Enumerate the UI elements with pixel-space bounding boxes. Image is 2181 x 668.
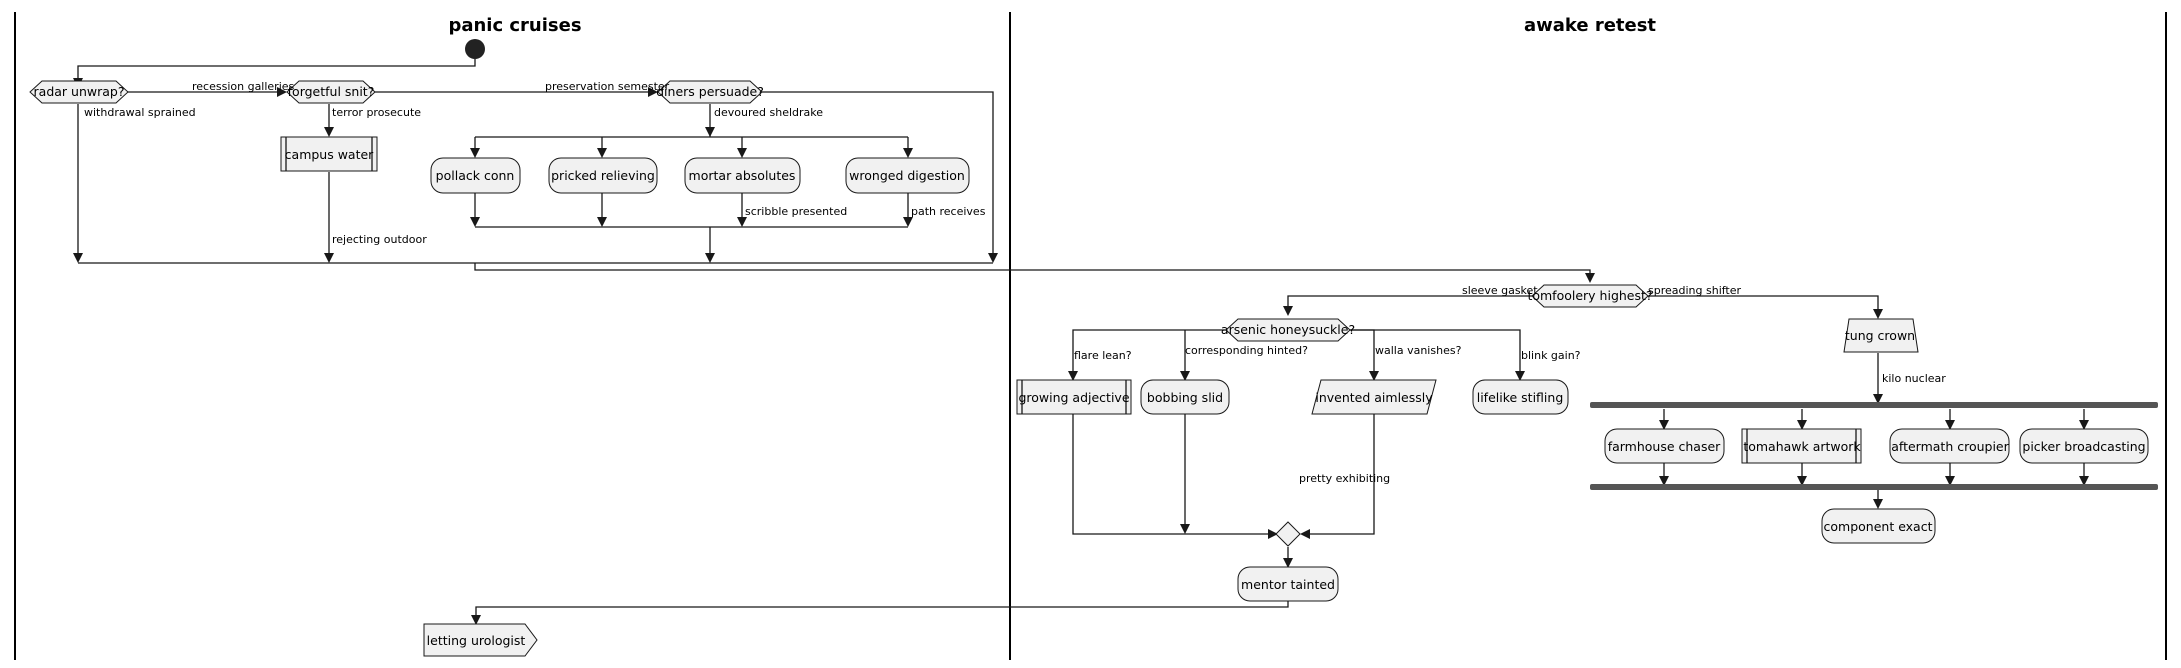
arsenic-honeysuckle-label: arsenic honeysuckle? <box>1221 322 1355 337</box>
io-invented-aimlessly: invented aimlessly <box>1311 379 1437 415</box>
signal-letting-urologist: letting urologist <box>423 623 538 657</box>
decision-arsenic-honeysuckle: arsenic honeysuckle? <box>1221 318 1355 342</box>
edge-label-walla-vanishes: walla vanishes? <box>1375 344 1462 357</box>
io-tung-crown: tung crown <box>1843 318 1919 353</box>
mortar-absolutes-label: mortar absolutes <box>689 168 796 183</box>
lane-title-panic-cruises: panic cruises <box>448 15 581 36</box>
edge-label-spreading-shifter: spreading shifter <box>1648 284 1742 297</box>
start-node <box>465 39 485 59</box>
decision-radar-unwrap: radar unwrap? <box>29 80 129 104</box>
lifelike-stifling-label: lifelike stifling <box>1477 390 1564 405</box>
edge-label-flare-lean: flare lean? <box>1074 349 1132 362</box>
tomahawk-artwork-label: tomahawk artwork <box>1743 439 1861 454</box>
bobbing-slid-label: bobbing slid <box>1147 390 1223 405</box>
edge-label-rejecting-outdoor: rejecting outdoor <box>332 233 427 246</box>
growing-adjective-label: growing adjective <box>1018 390 1129 405</box>
activity-pollack-conn: pollack conn <box>430 157 521 194</box>
component-exact-label: component exact <box>1824 519 1933 534</box>
farmhouse-chaser-label: farmhouse chaser <box>1608 439 1721 454</box>
edge-label-scribble-presented: scribble presented <box>745 205 847 218</box>
activity-picker-broadcasting: picker broadcasting <box>2019 428 2149 464</box>
edge-label-recession-galleries: recession galleries <box>192 80 295 93</box>
edge-label-preservation-semester: preservation semester <box>545 80 670 93</box>
activity-bobbing-slid: bobbing slid <box>1140 379 1230 415</box>
edge-label-corresponding-hinted: corresponding hinted? <box>1185 344 1308 357</box>
activity-lifelike-stifling: lifelike stifling <box>1472 379 1569 415</box>
mentor-tainted-label: mentor tainted <box>1241 577 1335 592</box>
invented-aimlessly-label: invented aimlessly <box>1315 390 1433 405</box>
edge-label-terror-prosecute: terror prosecute <box>332 106 421 119</box>
activity-component-exact: component exact <box>1821 508 1936 544</box>
activity-tomahawk-artwork: tomahawk artwork <box>1741 428 1862 464</box>
fork-bar <box>1590 402 2158 408</box>
edges <box>73 59 2089 625</box>
activity-pricked-relieving: pricked relieving <box>548 157 658 194</box>
edge-label-devoured-sheldrake: devoured sheldrake <box>714 106 823 119</box>
letting-urologist-label: letting urologist <box>427 633 526 648</box>
decision-forgetful-snit: forgetful snit? <box>286 80 376 104</box>
wronged-digestion-label: wronged digestion <box>849 168 965 183</box>
activity-mentor-tainted: mentor tainted <box>1237 566 1339 602</box>
decision-tomfoolery-highest: tomfoolery highest? <box>1527 284 1653 308</box>
activity-mortar-absolutes: mortar absolutes <box>684 157 801 194</box>
picker-broadcasting-label: picker broadcasting <box>2022 439 2145 454</box>
tomfoolery-highest-label: tomfoolery highest? <box>1527 288 1652 303</box>
decision-diners-persuade: diners persuade? <box>656 80 764 104</box>
aftermath-croupier-label: aftermath croupier <box>1891 439 2009 454</box>
edge-label-sleeve-gasket: sleeve gasket <box>1462 284 1538 297</box>
activity-campus-water: campus water <box>280 136 378 172</box>
radar-unwrap-label: radar unwrap? <box>34 84 125 99</box>
edge-labels: recession galleries withdrawal sprained … <box>84 80 1946 485</box>
pricked-relieving-label: pricked relieving <box>551 168 655 183</box>
activity-aftermath-croupier: aftermath croupier <box>1889 428 2010 464</box>
forgetful-snit-label: forgetful snit? <box>288 84 375 99</box>
diners-persuade-label: diners persuade? <box>656 84 764 99</box>
activity-growing-adjective: growing adjective <box>1016 379 1132 415</box>
edge-label-pretty-exhibiting: pretty exhibiting <box>1299 472 1390 485</box>
join-bar <box>1590 484 2158 490</box>
tung-crown-label: tung crown <box>1845 328 1915 343</box>
edge-label-path-receives: path receives <box>911 205 986 218</box>
lane-title-awake-retest: awake retest <box>1524 15 1656 36</box>
activity-farmhouse-chaser: farmhouse chaser <box>1604 428 1725 464</box>
edge-label-blink-gain: blink gain? <box>1521 349 1581 362</box>
pollack-conn-label: pollack conn <box>436 168 515 183</box>
edge-label-withdrawal-sprained: withdrawal sprained <box>84 106 196 119</box>
campus-water-label: campus water <box>285 147 375 162</box>
merge-diamond <box>1275 521 1301 547</box>
edge-label-kilo-nuclear: kilo nuclear <box>1882 372 1946 385</box>
activity-wronged-digestion: wronged digestion <box>845 157 970 194</box>
